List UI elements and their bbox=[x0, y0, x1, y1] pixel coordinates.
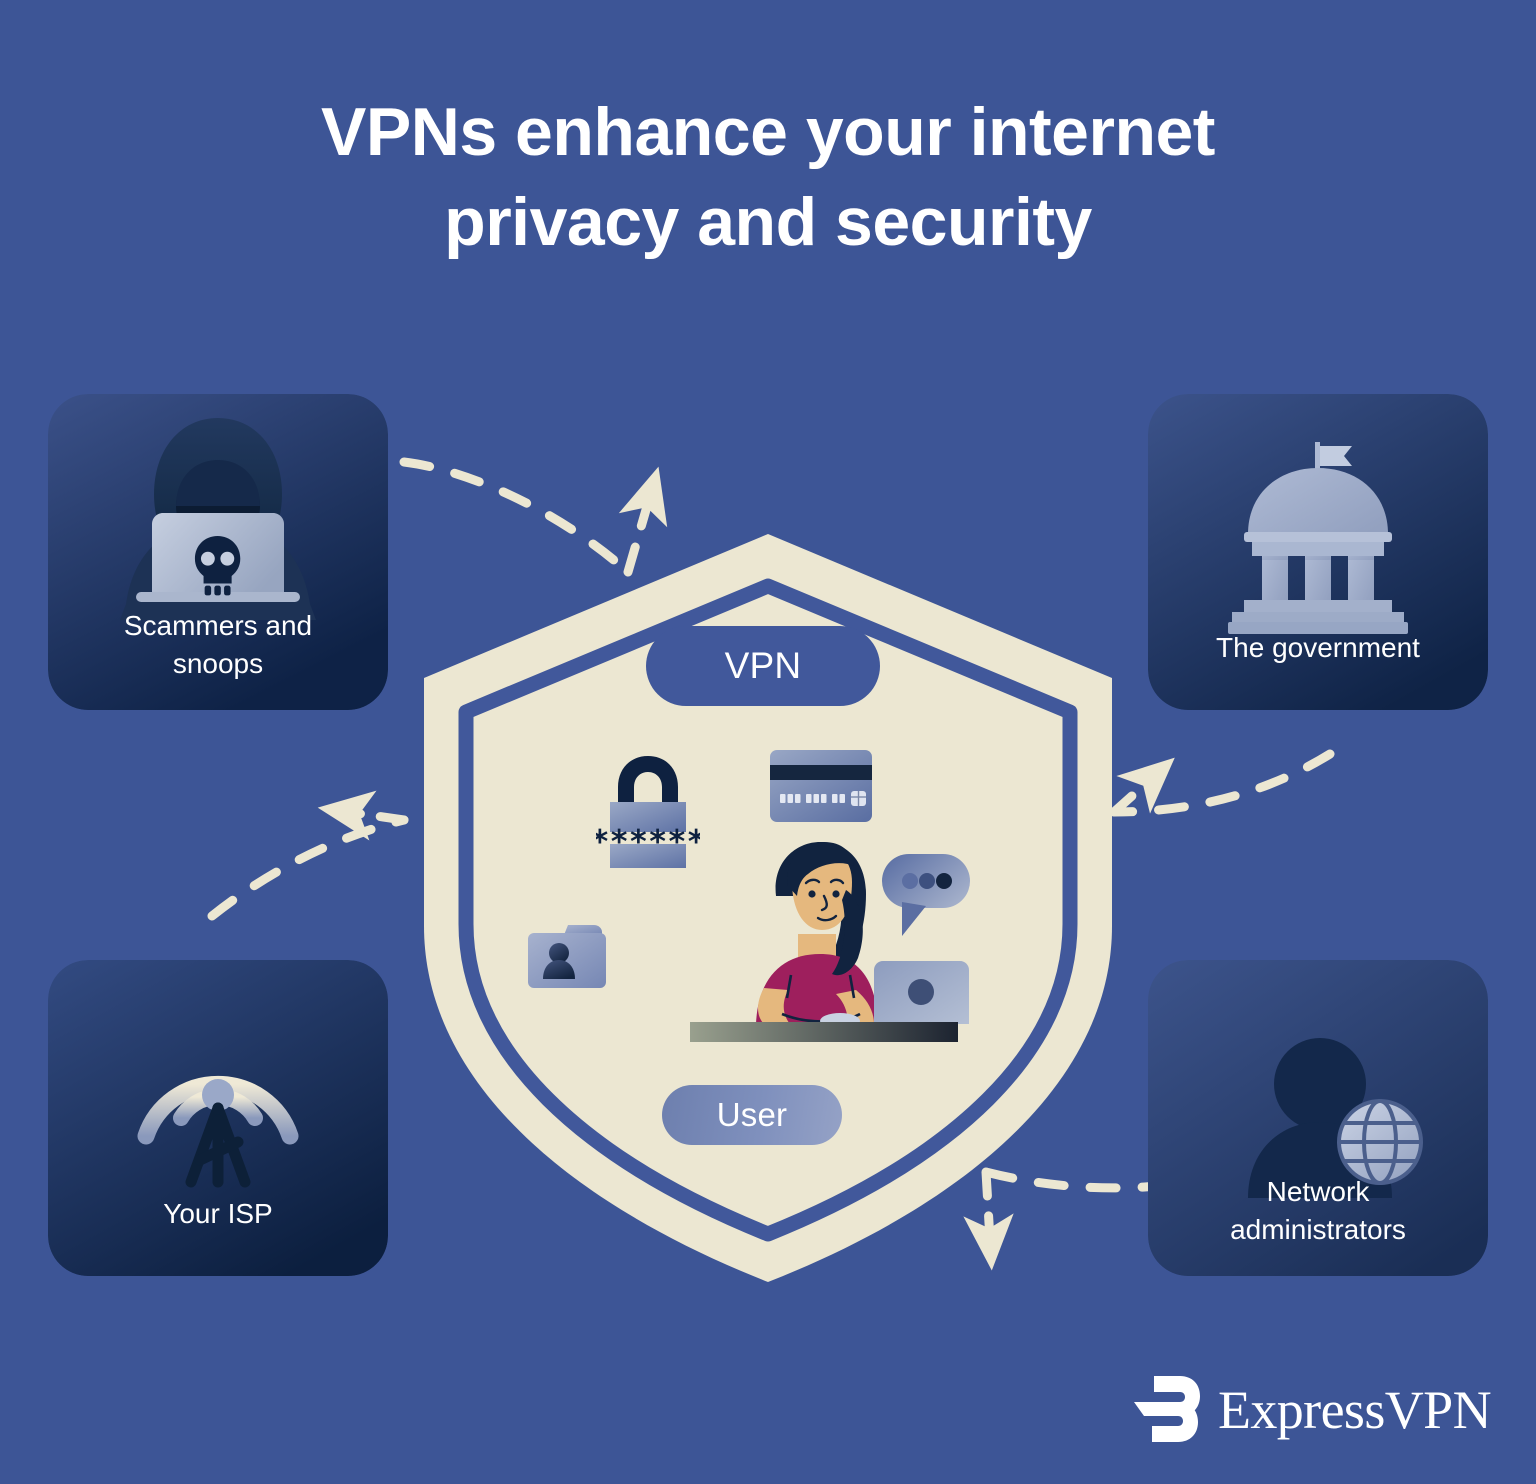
capitol-dome-flag-icon bbox=[1148, 394, 1488, 710]
threat-card-netadmin: Network administrators bbox=[1148, 960, 1488, 1276]
threat-card-scammers: Scammers and snoops bbox=[48, 394, 388, 710]
arrow-path-government bbox=[1109, 749, 1335, 817]
credit-card-icon bbox=[770, 750, 872, 822]
threat-card-label-netadmin: Network administrators bbox=[1230, 1175, 1406, 1246]
expressvpn-logo: ExpressVPN bbox=[1128, 1368, 1496, 1452]
arrow-path-scammers bbox=[399, 457, 633, 577]
title-line-1: VPNs enhance your internet bbox=[321, 94, 1215, 170]
vpn-badge: VPN bbox=[646, 626, 880, 706]
threat-card-isp: Your ISP bbox=[48, 960, 388, 1276]
padlock-icon: ∗∗∗∗∗∗ bbox=[596, 756, 700, 868]
threat-card-label-government: The government bbox=[1216, 632, 1420, 664]
shield-inner-rule bbox=[458, 578, 1078, 1242]
expressvpn-e-logo-icon bbox=[1134, 1376, 1200, 1442]
person-at-laptop-illustration bbox=[690, 842, 969, 1042]
chat-bubble-icon bbox=[882, 854, 970, 936]
arrow-path-isp bbox=[207, 815, 409, 921]
threat-card-government: The government bbox=[1148, 394, 1488, 710]
shield-outer bbox=[424, 534, 1112, 1282]
title-line-2: privacy and security bbox=[444, 183, 1092, 260]
password-mask-text: ∗∗∗∗∗∗ bbox=[596, 819, 700, 856]
arrow-path-netadmin bbox=[981, 1167, 1173, 1193]
person-globe-icon bbox=[1148, 960, 1488, 1276]
user-badge: User bbox=[662, 1085, 842, 1145]
vpn-protection-shield bbox=[416, 528, 1120, 1288]
arrow-deflect-scammers bbox=[618, 466, 668, 577]
page-title: VPNs enhance your internet privacy and s… bbox=[0, 88, 1536, 268]
shield-shape bbox=[424, 534, 1112, 1282]
hooded-hacker-laptop-skull-icon bbox=[48, 394, 388, 710]
contact-folder-icon bbox=[528, 925, 606, 988]
threat-card-label-scammers: Scammers and snoops bbox=[123, 609, 313, 680]
threat-card-label-isp: Your ISP bbox=[163, 1198, 273, 1230]
arrow-deflect-government bbox=[1109, 757, 1175, 817]
expressvpn-wordmark: ExpressVPN bbox=[1218, 1380, 1492, 1440]
arrow-deflect-isp bbox=[317, 790, 409, 841]
card-chip bbox=[851, 791, 866, 806]
broadcast-tower-signal-icon bbox=[48, 960, 388, 1276]
arrow-deflect-netadmin bbox=[963, 1167, 1014, 1271]
